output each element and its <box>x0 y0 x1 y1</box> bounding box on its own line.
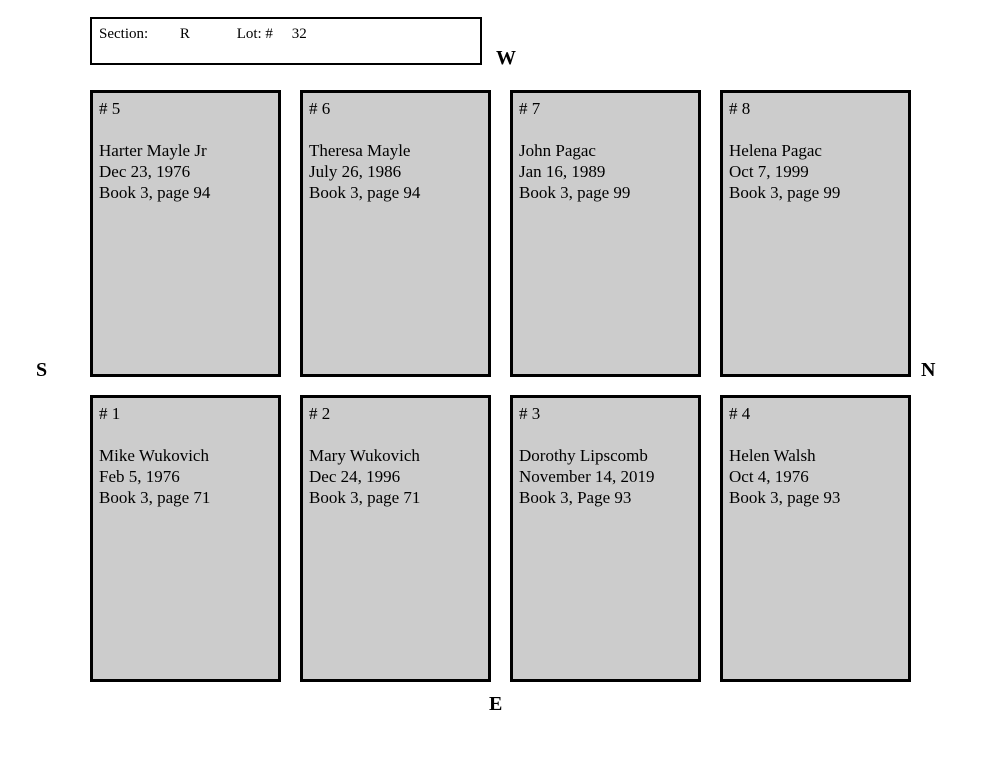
plot-info: Harter Mayle Jr Dec 23, 1976 Book 3, pag… <box>99 140 272 203</box>
plot-book-ref: Book 3, page 99 <box>729 183 841 202</box>
plot-date: Oct 4, 1976 <box>729 467 809 486</box>
plot-date: Feb 5, 1976 <box>99 467 180 486</box>
plot-number: # 2 <box>309 404 331 423</box>
plot-info: Theresa Mayle July 26, 1986 Book 3, page… <box>309 140 482 203</box>
compass-north-label: N <box>921 359 936 381</box>
section-value: R <box>179 26 190 42</box>
plot-name: Mary Wukovich <box>309 446 420 465</box>
plot-book-ref: Book 3, page 94 <box>99 183 211 202</box>
plot-date: Dec 24, 1996 <box>309 467 401 486</box>
plot-date: July 26, 1986 <box>309 162 402 181</box>
plot-name: John Pagac <box>519 141 596 160</box>
plot-number: # 8 <box>729 99 751 118</box>
plot-info: Mike Wukovich Feb 5, 1976 Book 3, page 7… <box>99 445 272 508</box>
plot-info: Dorothy Lipscomb November 14, 2019 Book … <box>519 445 692 508</box>
compass-west-label: W <box>496 47 516 69</box>
plot-book-ref: Book 3, page 71 <box>99 488 211 507</box>
compass-south-label: S <box>36 359 48 381</box>
plot-2: # 2 Mary Wukovich Dec 24, 1996 Book 3, p… <box>300 395 491 682</box>
section-label: Section: <box>99 26 149 42</box>
plot-8: # 8 Helena Pagac Oct 7, 1999 Book 3, pag… <box>720 90 911 377</box>
plot-name: Theresa Mayle <box>309 141 411 160</box>
plot-3: # 3 Dorothy Lipscomb November 14, 2019 B… <box>510 395 701 682</box>
plot-book-ref: Book 3, page 93 <box>729 488 841 507</box>
plot-info: Helen Walsh Oct 4, 1976 Book 3, page 93 <box>729 445 902 508</box>
plot-book-ref: Book 3, Page 93 <box>519 488 632 507</box>
plot-date: November 14, 2019 <box>519 467 655 486</box>
plot-1: # 1 Mike Wukovich Feb 5, 1976 Book 3, pa… <box>90 395 281 682</box>
plot-info: Helena Pagac Oct 7, 1999 Book 3, page 99 <box>729 140 902 203</box>
plot-date: Jan 16, 1989 <box>519 162 606 181</box>
plot-name: Harter Mayle Jr <box>99 141 207 160</box>
plot-number: # 4 <box>729 404 751 423</box>
lot-value: 32 <box>291 26 307 42</box>
compass-east-label: E <box>489 693 503 715</box>
plot-7: # 7 John Pagac Jan 16, 1989 Book 3, page… <box>510 90 701 377</box>
plot-book-ref: Book 3, page 71 <box>309 488 421 507</box>
plot-4: # 4 Helen Walsh Oct 4, 1976 Book 3, page… <box>720 395 911 682</box>
section-lot-header: Section: R Lot: # 32 <box>90 17 482 65</box>
plot-number: # 1 <box>99 404 121 423</box>
plot-number: # 3 <box>519 404 541 423</box>
plot-name: Helena Pagac <box>729 141 822 160</box>
plot-book-ref: Book 3, page 94 <box>309 183 421 202</box>
plot-date: Oct 7, 1999 <box>729 162 809 181</box>
plot-number: # 6 <box>309 99 331 118</box>
plot-info: Mary Wukovich Dec 24, 1996 Book 3, page … <box>309 445 482 508</box>
plot-book-ref: Book 3, page 99 <box>519 183 631 202</box>
plot-grid: # 5 Harter Mayle Jr Dec 23, 1976 Book 3,… <box>90 90 911 682</box>
plot-6: # 6 Theresa Mayle July 26, 1986 Book 3, … <box>300 90 491 377</box>
plot-info: John Pagac Jan 16, 1989 Book 3, page 99 <box>519 140 692 203</box>
plot-name: Dorothy Lipscomb <box>519 446 648 465</box>
plot-number: # 5 <box>99 99 121 118</box>
plot-name: Helen Walsh <box>729 446 816 465</box>
plot-number: # 7 <box>519 99 541 118</box>
plot-name: Mike Wukovich <box>99 446 209 465</box>
plot-date: Dec 23, 1976 <box>99 162 191 181</box>
lot-label: Lot: # <box>236 26 273 42</box>
plot-5: # 5 Harter Mayle Jr Dec 23, 1976 Book 3,… <box>90 90 281 377</box>
